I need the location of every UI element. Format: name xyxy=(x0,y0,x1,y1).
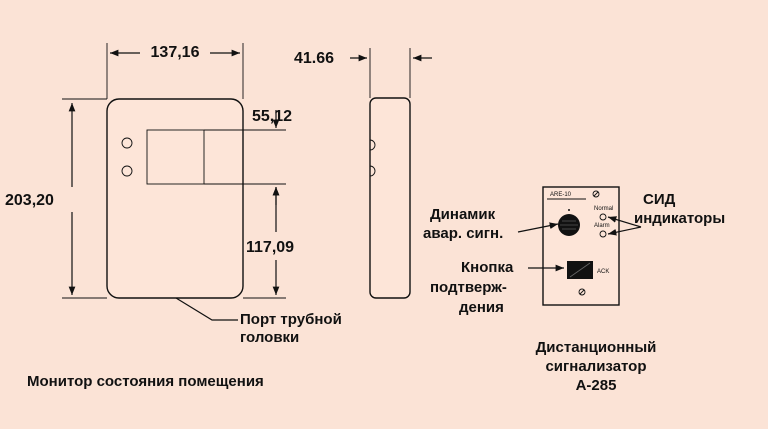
monitor-front-view xyxy=(106,98,244,299)
panel-normal-label: Normal xyxy=(594,206,613,212)
speaker-callout: Динамик авар. сигн. xyxy=(423,206,559,242)
button-label-line2: подтверж- xyxy=(430,279,507,296)
dimension-height: 203,20 xyxy=(5,98,107,299)
led-alarm xyxy=(599,230,607,238)
panel-ack-label: ACK xyxy=(597,269,609,275)
monitor-indicator-lower xyxy=(121,165,133,177)
panel-top-label: ARE-10 xyxy=(550,192,572,198)
led-label-line1: СИД xyxy=(643,191,676,208)
led-callout: СИД индикаторы xyxy=(607,191,725,236)
monitor-housing xyxy=(106,98,244,299)
dimension-lower: 117,09 xyxy=(243,187,294,299)
remote-annunciator: ARE-10 Normal Alarm ACK xyxy=(542,186,620,306)
monitor-indicator-upper xyxy=(121,137,133,149)
remote-caption-line2: сигнализатор xyxy=(545,358,646,375)
port-label-line1: Порт трубной xyxy=(240,311,342,328)
dimension-lower-label: 117,09 xyxy=(246,239,294,256)
button-label-line3: дения xyxy=(459,299,504,316)
dimension-window-label: 55,12 xyxy=(252,108,292,125)
monitor-caption: Монитор состояния помещения xyxy=(27,373,264,390)
button-label-line1: Кнопка xyxy=(461,259,514,276)
dimension-depth-label: 41.66 xyxy=(294,50,334,67)
monitor-side-housing xyxy=(369,97,411,299)
annunciator-panel xyxy=(542,186,620,306)
dimension-depth: 41.66 xyxy=(294,48,432,98)
led-label-line2: индикаторы xyxy=(634,210,725,227)
dimension-width-label: 137,16 xyxy=(151,44,200,61)
panel-screw-bottom xyxy=(578,288,586,296)
panel-screw-top xyxy=(592,190,600,198)
dimension-height-label: 203,20 xyxy=(5,192,54,209)
port-callout: Порт трубной головки xyxy=(175,297,342,346)
button-callout: Кнопка подтверж- дения xyxy=(430,259,564,316)
speaker-label-line2: авар. сигн. xyxy=(423,225,503,242)
monitor-side-view xyxy=(369,97,411,299)
led-normal xyxy=(599,213,607,221)
dimension-width: 137,16 xyxy=(106,42,244,99)
panel-alarm-label: Alarm xyxy=(594,223,610,229)
port-label-line2: головки xyxy=(240,329,299,346)
side-indicator-lower xyxy=(369,165,376,177)
remote-caption-line3: А-285 xyxy=(576,377,617,394)
speaker-label-line1: Динамик xyxy=(430,206,496,223)
side-indicator-upper xyxy=(369,139,376,151)
remote-caption-line1: Дистанционный xyxy=(536,339,657,356)
monitor-display-window xyxy=(146,129,205,185)
port-leader-line xyxy=(175,297,238,321)
